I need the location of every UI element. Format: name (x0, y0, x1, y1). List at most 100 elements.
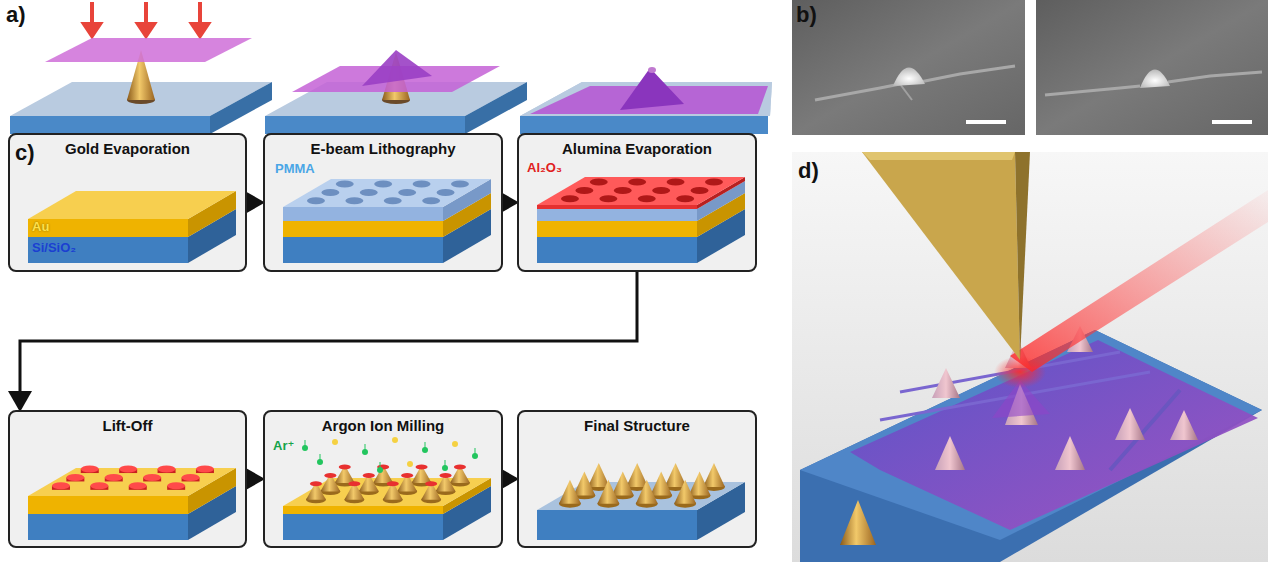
alumina-disc (652, 187, 670, 194)
alumina-disc (196, 466, 214, 473)
alumina-disc (90, 482, 108, 489)
layer-front (283, 506, 443, 514)
alumina-disc (676, 195, 694, 202)
particle (452, 441, 458, 447)
resist-hole (336, 181, 354, 188)
alumina-disc (158, 466, 176, 473)
gold-cone (373, 465, 393, 483)
process-arrow (503, 201, 516, 204)
alumina-cap (363, 473, 375, 478)
layer-front (537, 209, 697, 221)
particle (362, 449, 368, 455)
alumina-disc (628, 179, 646, 186)
sem-images (792, 0, 1268, 135)
particle (422, 447, 428, 453)
process-arrow (247, 201, 262, 204)
panel-label: d) (798, 158, 819, 184)
panel-label: a) (6, 2, 26, 28)
layer-front (283, 514, 443, 540)
gold-cone (344, 482, 364, 500)
alumina-disc (105, 474, 123, 481)
alumina-disc (119, 466, 137, 473)
step-title: Lift-Off (10, 417, 245, 434)
gold-cone (436, 473, 456, 491)
process-box: Argon Ion MillingAr⁺ (263, 410, 503, 548)
gold-cone (703, 463, 725, 487)
resist-hole (307, 197, 325, 204)
alumina-disc (575, 187, 593, 194)
alumina-disc (167, 482, 185, 489)
alumina-cap (401, 473, 413, 478)
alumina-cap (324, 473, 336, 478)
alumina-disc (667, 179, 685, 186)
particle (332, 439, 338, 445)
alumina-disc (691, 187, 709, 194)
layer-front (537, 237, 697, 263)
gold-cone (689, 471, 711, 495)
process-box: Lift-Off (8, 410, 247, 548)
particle (392, 437, 398, 443)
step-title: Gold Evaporation (10, 140, 245, 157)
resist-hole (451, 181, 469, 188)
alumina-disc (66, 474, 84, 481)
process-box: Alumina EvaporationAl₂O₃ (517, 133, 757, 272)
step-title: Argon Ion Milling (265, 417, 501, 434)
gold-cone (588, 463, 610, 487)
alumina-cap (339, 465, 351, 470)
panel-a-illustration (10, 2, 772, 134)
panel-label: c) (15, 140, 35, 166)
material-label: PMMA (275, 161, 315, 176)
gold-cone (335, 465, 355, 483)
process-box: Gold EvaporationAuSi/SiO₂ (8, 133, 247, 272)
resist-hole (345, 197, 363, 204)
layer-front (283, 221, 443, 237)
particle (317, 459, 323, 465)
resist-hole (413, 181, 431, 188)
resist-hole (321, 189, 339, 196)
layer-top (537, 177, 745, 205)
alumina-disc (81, 466, 99, 473)
alumina-disc (182, 474, 200, 481)
alumina-disc (705, 179, 723, 186)
alumina-cap (425, 481, 437, 486)
layer-front (28, 219, 188, 237)
alumina-disc (614, 187, 632, 194)
gold-cone (612, 471, 634, 495)
layer-front (28, 496, 188, 514)
alumina-disc (590, 179, 608, 186)
process-arrow (247, 478, 262, 481)
particle (472, 453, 478, 459)
gold-cone (674, 480, 696, 504)
step-title: Final Structure (519, 417, 755, 434)
alumina-cap (310, 481, 322, 486)
resist-hole (398, 189, 416, 196)
resist-hole (422, 197, 440, 204)
particle (377, 467, 383, 473)
material-label: Si/SiO₂ (32, 240, 76, 255)
alumina-cap (348, 481, 360, 486)
gold-cone (650, 471, 672, 495)
alumina-disc (638, 195, 656, 202)
alumina-disc (52, 482, 70, 489)
resist-hole (384, 197, 402, 204)
resist-hole (374, 181, 392, 188)
material-label: Ar⁺ (273, 438, 294, 453)
layer-front (537, 510, 697, 540)
alumina-disc (561, 195, 579, 202)
particle (407, 461, 413, 467)
layer-front (283, 207, 443, 221)
layer-top (283, 179, 491, 207)
panel-label: b) (796, 2, 817, 28)
resist-hole (360, 189, 378, 196)
gold-cone (450, 465, 470, 483)
alumina-cap (440, 473, 452, 478)
gold-cone (636, 480, 658, 504)
gold-cone (320, 473, 340, 491)
process-box: Final Structure (517, 410, 757, 548)
gold-cone (397, 473, 417, 491)
alumina-disc (143, 474, 161, 481)
alumina-disc (599, 195, 617, 202)
process-box: E-beam LithographyPMMA (263, 133, 503, 272)
material-label: Au (32, 219, 49, 234)
layer-front (537, 205, 697, 209)
